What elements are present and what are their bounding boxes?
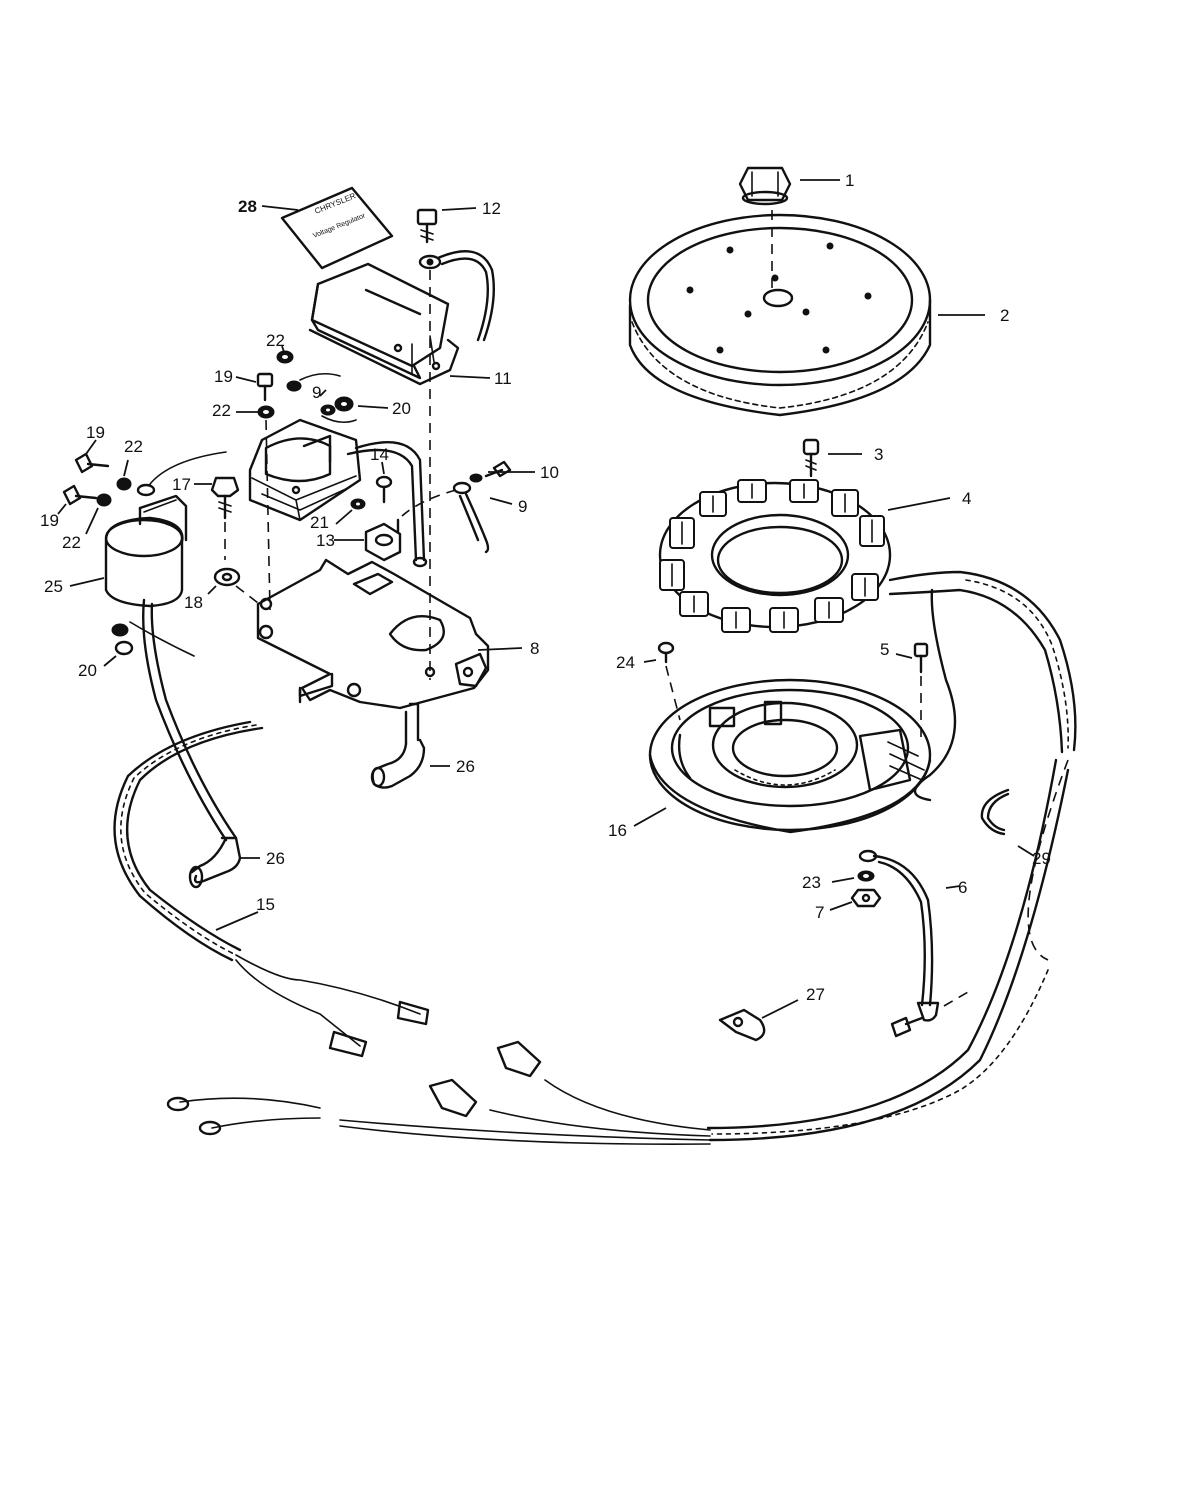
callout-4: 4 [962,489,971,508]
callout-labels: 1 2 3 4 5 6 7 8 9 9 10 11 12 13 14 15 16… [40,171,1051,1004]
screw-5 [913,642,929,740]
clamp [718,1008,766,1042]
callout-10: 10 [540,463,559,482]
ring-terminal-upper-left [136,483,156,497]
callout-26-left: 26 [266,849,285,868]
washer-18 [213,567,263,607]
decal: CHRYSLER Voltage Regulator [280,186,394,270]
trigger-plate [648,678,932,834]
nut-20-upper [334,396,354,412]
terminal-block-13 [364,518,402,562]
screw-10 [484,460,512,478]
flywheel [628,213,932,417]
bolt-17 [210,476,240,560]
screw-19-b [62,484,98,506]
callout-19-left-b: 19 [40,511,59,530]
callout-23: 23 [802,873,821,892]
callout-25: 25 [44,577,63,596]
callout-16: 16 [608,821,627,840]
callout-6: 6 [958,878,967,897]
callout-1: 1 [845,171,854,190]
spark-plug-boot-right [370,702,426,789]
washer-22-c [116,477,132,491]
callout-13: 13 [316,531,335,550]
callout-27: 27 [806,985,825,1004]
callout-15: 15 [256,895,275,914]
decal-line-2: Voltage Regulator [312,212,367,240]
callout-11: 11 [494,369,512,388]
washer-22-d [96,493,112,507]
mounting-bracket [256,558,490,710]
callout-28: 28 [238,197,257,216]
callout-9-lower: 9 [518,497,527,516]
callout-22-top: 22 [266,331,285,350]
spark-plug-boot-left [188,836,242,889]
callout-2: 2 [1000,306,1009,325]
callout-22-left-b: 22 [62,533,81,552]
stator-screw [802,438,820,478]
callout-9-upper: 9 [312,383,321,402]
leader-lines [57,179,1035,1019]
callout-22-left-a: 22 [124,437,143,456]
callout-29: 29 [1032,849,1051,868]
callout-7: 7 [815,903,824,922]
screw-19-a [74,452,110,474]
callout-20-upper: 20 [392,399,411,418]
ground-lead [858,849,969,1038]
main-wire-harness [113,588,1070,1145]
callout-19-left-a: 19 [86,423,105,442]
washer-9-lower [469,473,483,483]
callout-12: 12 [482,199,501,218]
callout-8: 8 [530,639,539,658]
washer-22-a [276,350,294,364]
washer-22-b [257,405,275,419]
voltage-regulator [286,262,460,392]
nut-7 [850,888,882,908]
retainer-ring [980,788,1010,836]
screw-14 [375,475,393,504]
callout-3: 3 [874,445,883,464]
callout-22-mid: 22 [212,401,231,420]
callout-18: 18 [184,593,203,612]
screw-19-upper [256,372,274,402]
callout-19-upper: 19 [214,367,233,386]
ignition-coil-upper [248,418,428,568]
callout-21: 21 [310,513,329,532]
callout-24: 24 [616,653,635,672]
ignition-coil-25 [104,451,238,842]
callout-5: 5 [880,640,889,659]
lock-washer-23 [857,870,875,882]
callout-20-lower: 20 [78,661,97,680]
nut-20-lower [111,623,134,656]
callout-26-right: 26 [456,757,475,776]
stator [658,479,1077,754]
screw-24 [657,641,681,721]
washer-9-upper [320,404,336,416]
lead-with-ring-terminal [401,481,490,554]
flywheel-nut [738,166,792,290]
washer-21 [350,498,366,510]
callout-17: 17 [172,475,191,494]
callout-14: 14 [370,445,389,464]
